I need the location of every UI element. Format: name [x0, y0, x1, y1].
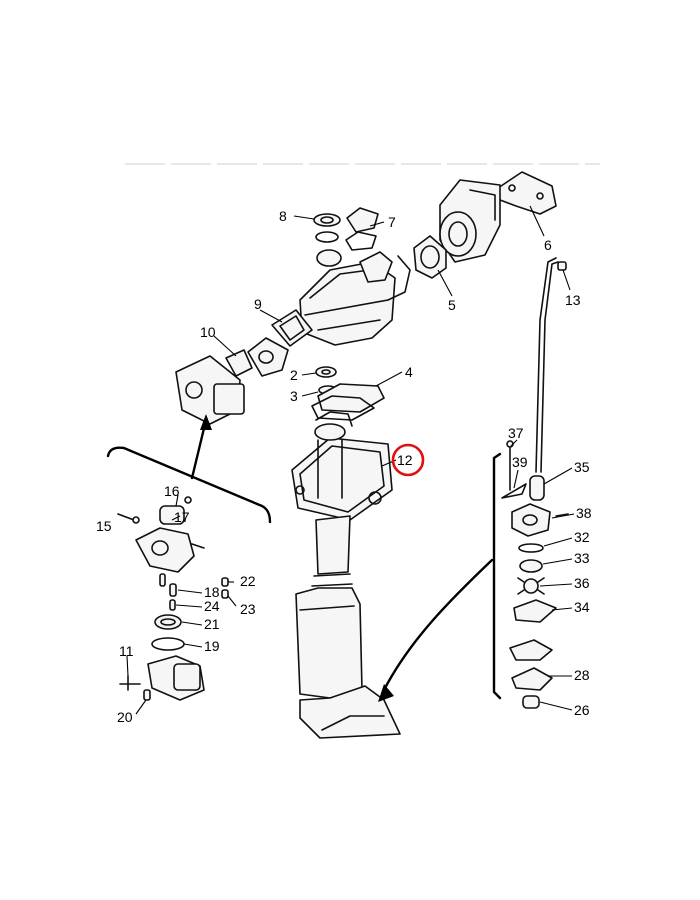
callout-2: 2	[290, 367, 298, 383]
pump-housing-38	[511, 503, 569, 537]
callout-33: 33	[574, 550, 590, 566]
callout-8: 8	[279, 208, 287, 224]
callout-34: 34	[574, 599, 590, 615]
callout-23: 23	[240, 601, 256, 617]
callout-12: 12	[397, 452, 413, 468]
callout-32: 32	[574, 529, 590, 545]
water-tube-13	[535, 257, 567, 473]
bracket-6	[497, 171, 557, 215]
drain-screw-20	[143, 689, 151, 701]
intake-manifold	[247, 337, 289, 377]
callout-9: 9	[254, 296, 262, 312]
callout-7: 7	[388, 214, 396, 230]
jets-18-24	[159, 573, 177, 611]
callout-4: 4	[405, 364, 413, 380]
water-pump-bracket	[492, 452, 502, 700]
bearing-8	[313, 213, 342, 267]
callout-36: 36	[574, 575, 590, 591]
screw-11	[119, 675, 141, 691]
screw-15	[117, 513, 140, 524]
upper-casing-assembly	[299, 251, 411, 346]
plate-34	[513, 599, 557, 623]
seal-26	[522, 695, 540, 709]
callout-19: 19	[204, 638, 220, 654]
float-bowl	[147, 655, 205, 701]
callout-17: 17	[174, 509, 190, 525]
gasket-28-plate	[509, 639, 553, 691]
seal-2	[315, 366, 337, 378]
callout-22: 22	[240, 573, 256, 589]
callout-28: 28	[574, 667, 590, 683]
oring-32	[518, 543, 544, 553]
callout-16: 16	[164, 483, 180, 499]
callout-39: 39	[512, 454, 528, 470]
cover-7	[345, 207, 379, 251]
screws-22-23	[221, 577, 229, 599]
float-16-17	[159, 496, 192, 525]
grommet-35	[529, 475, 545, 501]
impeller-36	[517, 577, 545, 595]
callout-15: 15	[96, 518, 112, 534]
callout-38: 38	[576, 505, 592, 521]
callout-37: 37	[508, 425, 524, 441]
lower-unit-arrowhead	[378, 684, 394, 702]
gasket-21	[154, 614, 182, 630]
callout-35: 35	[574, 459, 590, 475]
gasket-5	[413, 235, 447, 279]
driveshaft-housing-12	[291, 411, 401, 739]
oring-19	[151, 637, 185, 651]
leader-lines	[126, 205, 575, 715]
callout-21: 21	[204, 616, 220, 632]
callout-26: 26	[574, 702, 590, 718]
callout-5: 5	[448, 297, 456, 313]
callout-6: 6	[544, 237, 552, 253]
callout-18: 18	[204, 584, 220, 600]
gasket-9	[271, 309, 313, 347]
callout-3: 3	[290, 388, 298, 404]
gear-housing	[439, 179, 501, 263]
callout-20: 20	[117, 709, 133, 725]
clip-39	[501, 483, 527, 499]
carburetor-10	[175, 349, 253, 425]
lower-unit-arrow	[382, 558, 494, 692]
callout-11: 11	[119, 643, 134, 659]
callout-10: 10	[200, 324, 216, 340]
carb-body	[135, 527, 205, 573]
callout-13: 13	[565, 292, 581, 308]
carburetor-arrowhead	[200, 414, 212, 430]
insert-33	[519, 559, 543, 573]
highlight-circle-part-12	[391, 443, 425, 477]
callout-24: 24	[204, 598, 220, 614]
callout-labels: 8 7 6 5 13 9 10 2 3 4 12 37 39 35 38 32 …	[96, 208, 592, 725]
